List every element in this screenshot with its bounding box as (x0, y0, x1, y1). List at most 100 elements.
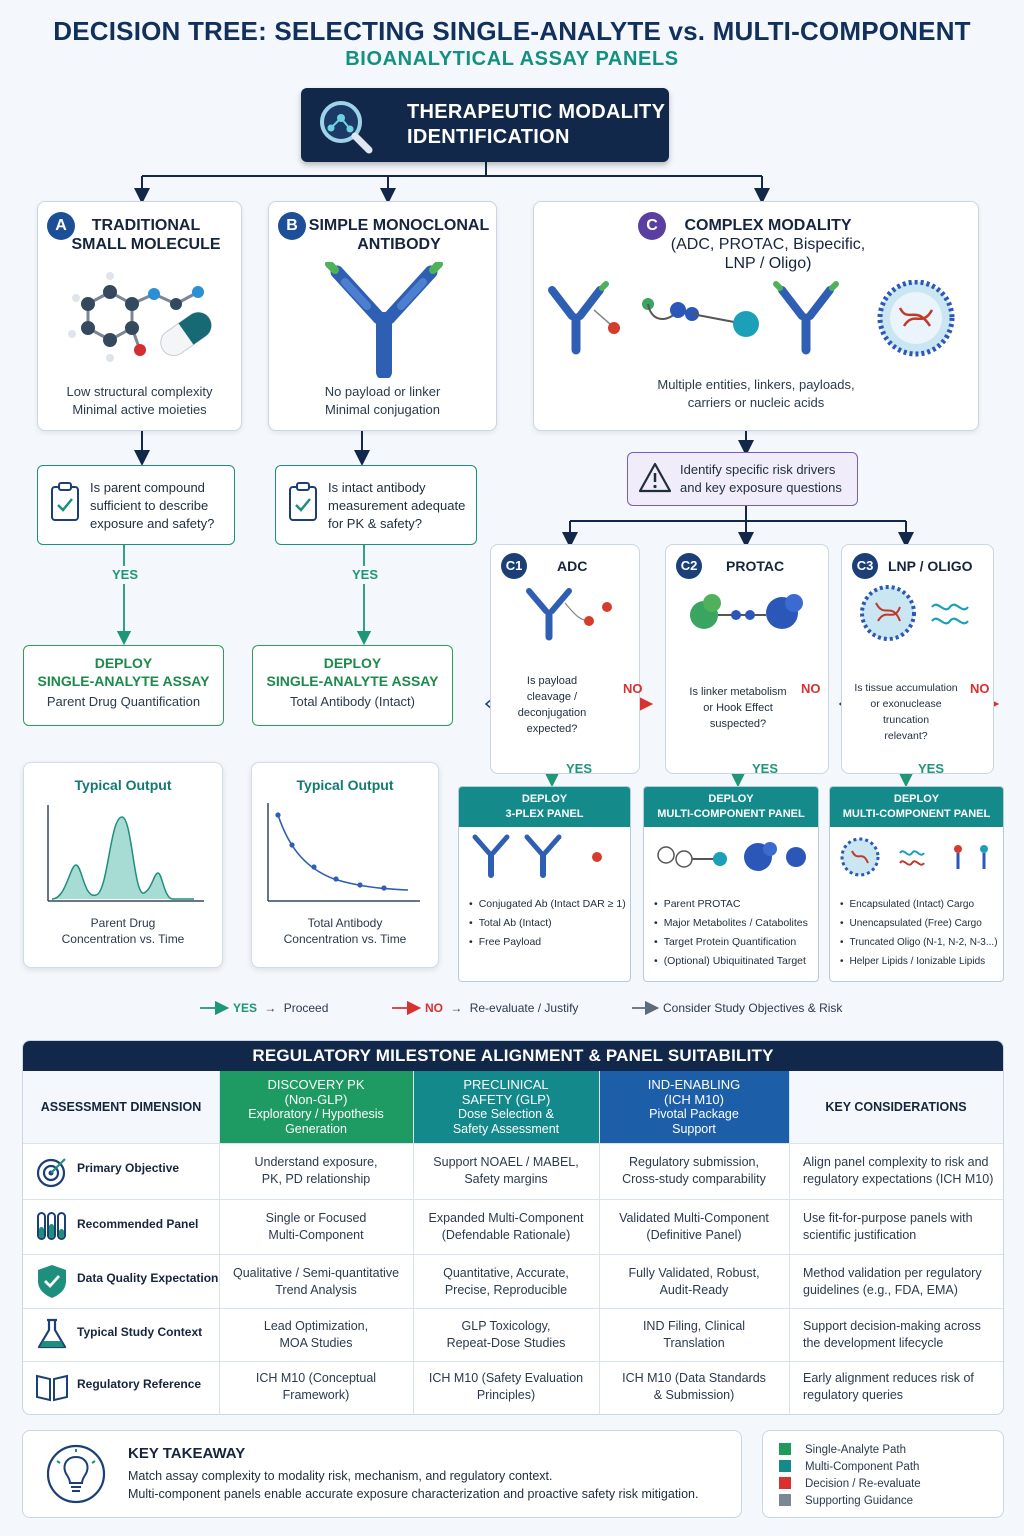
branch-b-desc2: Minimal conjugation (325, 402, 440, 417)
key-line: scientific justification (803, 1228, 917, 1242)
panel-c2-item: Parent PROTAC (654, 895, 808, 914)
col-ind-l3: Pivotal Package (649, 1107, 739, 1121)
root-title: THERAPEUTIC MODALITY IDENTIFICATION (407, 100, 665, 150)
key-line: Use fit-for-purpose panels with (803, 1211, 973, 1225)
panel-c3-item: Unencapsulated (Free) Cargo (840, 914, 998, 933)
cell-line: GLP Toxicology, (461, 1319, 551, 1333)
cell-line: Lead Optimization, (263, 1319, 369, 1333)
flow-legend-yes: YES → Proceed (233, 1001, 329, 1015)
deploy-a-l3: Parent Drug Quantification (46, 694, 201, 709)
col-header-ind-bg (599, 1071, 789, 1143)
protac-icon (690, 594, 803, 629)
cell-line: & Submission) (653, 1388, 735, 1402)
branch-c-desc2: carriers or nucleic acids (687, 395, 825, 410)
deploy-a-l1: DEPLOY (94, 655, 153, 671)
question-c-text: Identify specific risk drivers and key e… (680, 461, 842, 497)
regulatory-title: REGULATORY MILESTONE ALIGNMENT & PANEL S… (23, 1041, 1003, 1071)
no-label-c3: NO (970, 681, 990, 696)
row-label-regulatory-reference: Regulatory Reference (77, 1377, 202, 1391)
yes-label-b: YES (352, 567, 379, 582)
cell: Fully Validated, Robust, Audit-Ready (599, 1265, 789, 1299)
page-title: DECISION TREE: SELECTING SINGLE-ANALYTE … (53, 16, 971, 46)
sub-c1-card: C1 ADC (490, 544, 640, 774)
col-ind-l4: Support (672, 1122, 716, 1136)
col-discovery-l1: DISCOVERY PK (267, 1077, 365, 1092)
flask-icon (37, 1318, 67, 1349)
branch-b-title1: SIMPLE MONOCLONAL (308, 217, 490, 234)
cell-line: Fully Validated, Robust, (628, 1266, 760, 1280)
key-line: Align panel complexity to risk and (803, 1155, 989, 1169)
decision-c2-l1: Is linker metabolism (689, 686, 787, 698)
takeaway-l1: Match assay complexity to modality risk,… (128, 1469, 553, 1483)
legend-label: Decision / Re-evaluate (805, 1478, 921, 1490)
decision-c1-l3: deconjugation (517, 707, 587, 719)
branch-a-badge: A (47, 212, 75, 240)
decision-c1-l2: cleavage / (526, 691, 578, 703)
cell: Regulatory submission,Cross-study compar… (599, 1154, 789, 1188)
question-a-l2: sufficient to describe (90, 498, 209, 513)
col-discovery-l3: Exploratory / Hypothesis (248, 1107, 384, 1121)
cell: GLP Toxicology,Repeat-Dose Studies (413, 1318, 599, 1352)
deploy-a-box: DEPLOY SINGLE-ANALYTE ASSAY Parent Drug … (23, 645, 224, 726)
question-a-box: Is parent compound sufficient to describ… (37, 465, 235, 545)
deploy-b-box: DEPLOY SINGLE-ANALYTE ASSAY Total Antibo… (252, 645, 453, 726)
regulatory-table: REGULATORY MILESTONE ALIGNMENT & PANEL S… (22, 1040, 1004, 1415)
sub-c3-name: LNP / OLIGO (888, 558, 973, 574)
output-a-cap1: Parent Drug (90, 916, 156, 930)
cell-line: Multi-Component (268, 1228, 364, 1242)
output-b-title: Typical Output (296, 777, 394, 793)
flow-legend-no-label: NO (425, 1001, 443, 1015)
question-c-l2: and key exposure questions (680, 480, 842, 495)
key-takeaway-box: KEY TAKEAWAY Match assay complexity to m… (22, 1430, 742, 1518)
question-b-l2: measurement adequate (328, 498, 466, 513)
question-a-l1: Is parent compound (90, 480, 205, 495)
table-divider (789, 1071, 790, 1414)
cell: Lead Optimization,MOA Studies (219, 1318, 413, 1352)
branch-c-desc1: Multiple entities, linkers, payloads, (657, 377, 855, 392)
question-a-text: Is parent compound sufficient to describ… (90, 479, 214, 533)
sub-c1-badge: C1 (501, 553, 527, 579)
question-b-box: Is intact antibody measurement adequate … (275, 465, 477, 545)
branch-b-desc1: No payload or linker (324, 384, 441, 399)
output-b-cap1: Total Antibody (307, 916, 383, 930)
branch-c-title1: COMPLEX MODALITY (684, 217, 852, 234)
yes-label-c2: YES (752, 761, 779, 776)
panel-c1: DEPLOY 3-PLEX PANEL Conjugated Ab (Intac… (458, 786, 631, 982)
col-discovery-l2: (Non-GLP) (284, 1092, 348, 1107)
panel-c1-item: Total Ab (Intact) (469, 914, 626, 933)
panel-c1-item: Free Payload (469, 933, 626, 952)
small-molecule-icon (68, 272, 212, 362)
key-line: Early alignment reduces risk of (803, 1371, 974, 1385)
decision-c1-l1: Is payload (526, 675, 578, 687)
cell-line: ICH M10 (Conceptual (255, 1371, 377, 1385)
table-divider (413, 1071, 414, 1414)
question-a-l3: exposure and safety? (90, 516, 215, 531)
panel-c1-header: DEPLOY 3-PLEX PANEL (459, 787, 630, 827)
root-line1: THERAPEUTIC MODALITY (407, 101, 666, 123)
legend-label: Supporting Guidance (805, 1495, 914, 1507)
panel-c1-l2: 3-PLEX PANEL (505, 808, 584, 820)
panel-c3-l1: DEPLOY (893, 793, 940, 805)
question-c-box: Identify specific risk drivers and key e… (627, 452, 858, 506)
panel-c2-item: Major Metabolites / Catabolites (654, 914, 808, 933)
chromatogram-icon (47, 805, 204, 902)
decision-c3-l4: relevant? (884, 730, 928, 742)
panel-c1-l1: DEPLOY (521, 793, 568, 805)
decision-c2-l2: or Hook Effect (703, 702, 773, 714)
panel-c3-l2: MULTI-COMPONENT PANEL (842, 808, 991, 820)
row-divider (23, 1254, 1003, 1255)
legend-label: Single-Analyte Path (805, 1444, 907, 1456)
branch-a-title2: SMALL MOLECULE (71, 236, 221, 253)
cell-line: Support NOAEL / MABEL, (433, 1155, 579, 1169)
cell-line: Audit-Ready (659, 1283, 729, 1297)
branch-a-desc1: Low structural complexity (66, 384, 213, 399)
col-discovery-l4: Generation (285, 1122, 347, 1136)
takeaway-title: KEY TAKEAWAY (128, 1445, 246, 1462)
sub-c1-name: ADC (557, 558, 588, 574)
panel-c2-icons (657, 842, 806, 871)
panel-c1-item: Conjugated Ab (Intact DAR ≥ 1) (469, 895, 626, 914)
